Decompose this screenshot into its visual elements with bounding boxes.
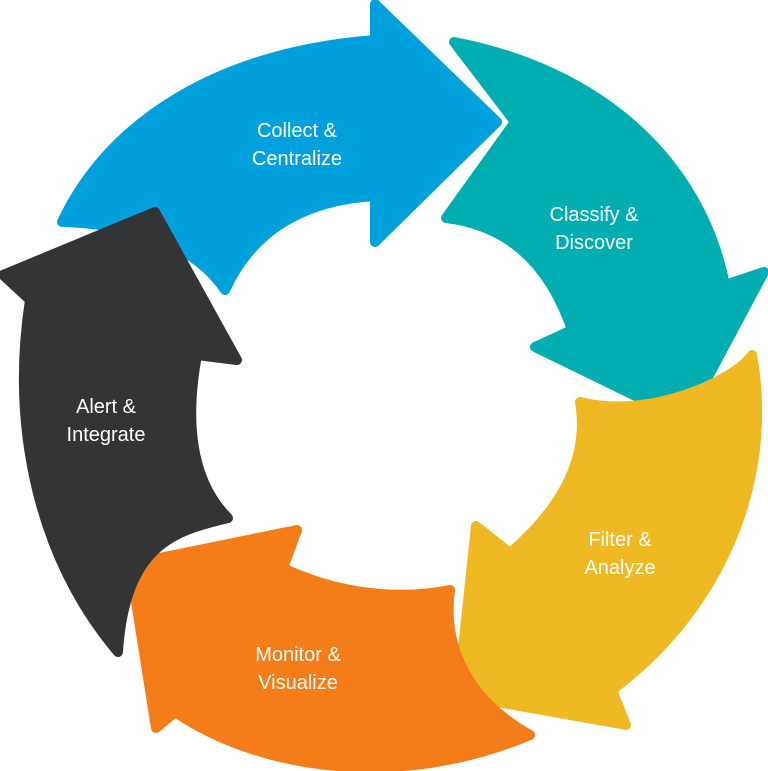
step-label-line2: Visualize [258, 672, 338, 694]
step-label-line1: Classify & [549, 204, 639, 226]
step-label-line2: Integrate [66, 424, 146, 446]
step-label-filter-analyze: Filter & Analyze [584, 526, 655, 582]
step-label-line2: Analyze [584, 557, 656, 579]
arrow-monitor-visualize [125, 525, 535, 771]
arrow-alert-integrate [0, 207, 242, 657]
step-label-classify-discover: Classify & Discover [550, 201, 639, 257]
arrow-collect-centralize [57, 0, 502, 295]
step-label-line1: Monitor & [255, 644, 341, 666]
step-label-line2: Centralize [251, 148, 343, 170]
arrow-filter-analyze [453, 350, 763, 730]
step-label-line1: Filter & [588, 529, 652, 551]
step-label-monitor-visualize: Monitor & Visualize [255, 641, 341, 697]
step-label-line1: Collect & [256, 120, 338, 142]
step-label-alert-integrate: Alert & Integrate [67, 393, 146, 449]
step-label-line1: Alert & [75, 396, 137, 418]
step-label-line2: Discover [555, 232, 633, 254]
arrow-classify-discover [441, 37, 768, 425]
step-label-collect-centralize: Collect & Centralize [252, 117, 342, 173]
